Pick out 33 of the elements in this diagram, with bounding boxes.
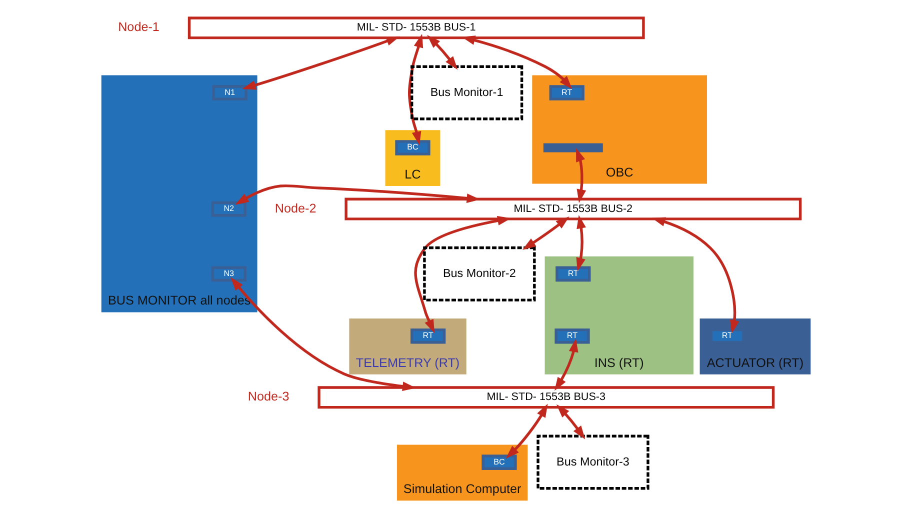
arrow <box>554 338 578 391</box>
arrow <box>556 404 585 440</box>
arrow <box>242 36 400 90</box>
arrow <box>505 404 548 459</box>
node-box: RT <box>554 328 590 344</box>
arrow <box>576 148 586 203</box>
node-box: Bus Monitor-1 <box>410 65 523 120</box>
arrow <box>576 214 586 272</box>
arrow <box>234 184 480 205</box>
node-bar <box>542 143 602 152</box>
node-box: MIL- STD- 1553B BUS-2 <box>344 198 802 220</box>
node-box: N2 <box>210 201 246 217</box>
node-box: BC <box>481 454 516 470</box>
node-label: Node-3 <box>247 390 289 404</box>
arrow <box>414 216 511 334</box>
node-box: Bus Monitor-2 <box>422 246 536 302</box>
node-label: Node-2 <box>274 201 316 216</box>
node-box: MIL- STD- 1553B BUS-1 <box>187 16 644 40</box>
node-box: RT <box>410 328 446 344</box>
node-label: Node-1 <box>118 20 159 34</box>
node-box: Bus Monitor-3 <box>536 434 649 490</box>
node-box: RT <box>555 266 590 282</box>
node-box: BC <box>394 140 430 156</box>
node-box: RT <box>548 85 584 100</box>
node-box: RT <box>709 328 744 344</box>
node-box: MIL- STD- 1553B BUS-3 <box>317 386 774 409</box>
node-box: N1 <box>212 85 247 100</box>
node-box: N3 <box>210 266 246 282</box>
arrow <box>651 217 739 334</box>
arrow <box>230 277 416 392</box>
arrow <box>408 34 423 146</box>
arrow <box>522 216 569 250</box>
arrow <box>426 34 458 70</box>
